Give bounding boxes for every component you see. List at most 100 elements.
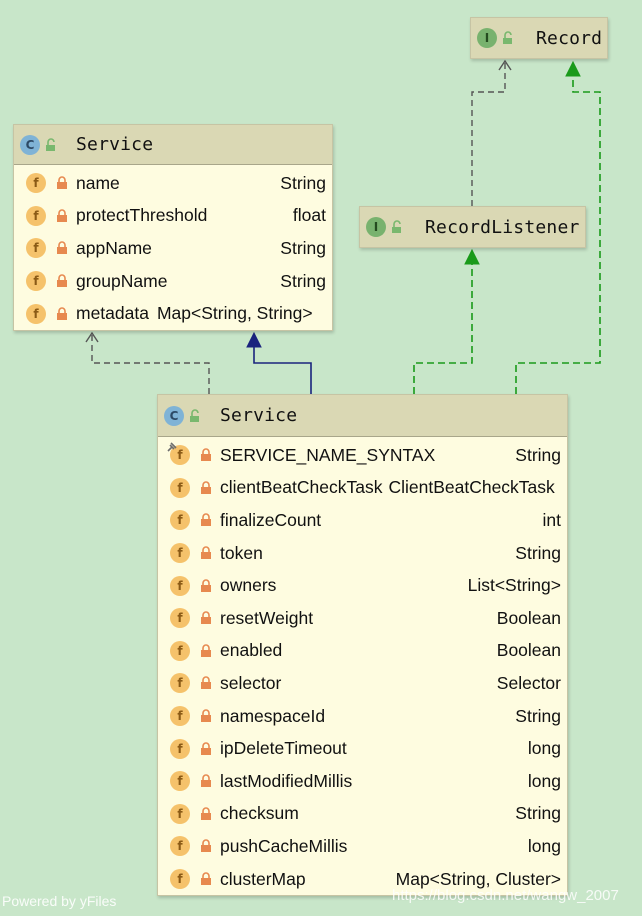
field-type: long [527,738,561,759]
lock-icon [57,241,67,255]
field-name: SERVICE_NAME_SYNTAX [220,444,436,465]
field-row[interactable]: f protectThreshold float [14,200,332,233]
edge-dependency-recordlistener-record-arrow [498,59,512,71]
edge-implements-recordlistener [413,263,473,394]
field-name: ipDeleteTimeout [220,738,347,759]
field-row[interactable]: f ipDeleteTimeout long [158,732,567,765]
field-name: lastModifiedMillis [220,770,353,791]
parent-service-header: C Service [14,125,332,165]
field-type: String [280,237,326,258]
field-row[interactable]: f name String [14,167,332,200]
field-row[interactable]: f SERVICE_NAME_SYNTAX String [158,439,567,472]
field-name: enabled [220,640,283,661]
field-row[interactable]: f namespaceId String [158,700,567,733]
edge-extends-service-parent [253,346,312,394]
interface-badge-icon: I [477,28,497,48]
field-type: int [542,509,561,530]
lock-icon [201,644,211,657]
lock-icon [201,676,211,690]
field-badge-icon: f [170,608,190,629]
lock-icon [201,741,211,755]
lock-icon [201,448,211,462]
field-badge-icon: f [170,771,190,792]
service-title: Service [220,405,298,426]
field-row[interactable]: f clientBeatCheckTask ClientBeatCheckTas… [158,472,567,505]
record-title: Record [536,27,603,49]
field-type: String [515,444,561,465]
lock-icon [201,611,211,625]
edge-extends-service-parent-arrow [246,331,262,348]
lock-icon [57,209,67,222]
lock-icon [201,807,211,820]
watermark-url: https://blog.csdn.net/wangw_2007 [392,887,619,904]
field-badge-icon: f [170,640,190,661]
parent-service-class-node[interactable]: C Service f name String f protectThresho… [13,124,333,331]
field-name: pushCacheMillis [220,835,348,856]
lock-icon [201,709,211,723]
field-badge-icon: f [170,803,190,824]
class-badge-icon: C [20,134,40,155]
field-row[interactable]: f checksum String [158,798,567,831]
field-row[interactable]: f pushCacheMillis long [158,830,567,863]
edge-implements-recordlistener-arrow [464,248,480,265]
field-row[interactable]: f metadata Map<String, String> [14,297,332,330]
lock-icon [201,546,211,560]
service-header: C Service [158,395,567,437]
field-badge-icon: f [170,836,190,857]
field-badge-icon: f [170,738,190,759]
field-type: Map<String, Cluster> [395,868,561,889]
lock-icon [57,274,67,288]
field-row[interactable]: f enabled Boolean [158,635,567,668]
class-badge-icon: C [164,405,184,426]
field-type: float [292,205,326,226]
field-badge-icon: f [26,238,46,259]
field-name: finalizeCount [220,509,322,530]
field-type: long [527,770,561,791]
field-badge-icon: f [170,543,190,564]
field-row[interactable]: f selector Selector [158,667,567,700]
field-name: selector [220,672,282,693]
field-name: name [76,172,120,193]
field-name: owners [220,575,277,596]
recordlistener-title: RecordListener [425,216,580,238]
field-badge-icon: f [170,706,190,727]
field-row[interactable]: f clusterMap Map<String, Cluster> [158,863,567,896]
edge-dependency-service-parent-arrow [85,331,99,343]
field-row[interactable]: f owners List<String> [158,569,567,602]
edge-implements-record [515,75,601,394]
record-header: I Record [471,18,607,58]
field-type: String [280,172,326,193]
field-row[interactable]: f lastModifiedMillis long [158,765,567,798]
field-badge-icon: f [170,869,190,890]
field-row[interactable]: f token String [158,537,567,570]
service-class-node[interactable]: C Service f SERVICE_NAME_SYNTAX String f… [157,394,568,896]
field-type: Boolean [496,607,561,628]
field-row[interactable]: f groupName String [14,265,332,298]
field-row[interactable]: f resetWeight Boolean [158,602,567,635]
lock-icon [201,513,211,527]
record-interface-node[interactable]: I Record [470,17,608,59]
unlock-icon [392,220,401,233]
field-type: ClientBeatCheckTask [388,477,555,498]
lock-icon [201,481,211,494]
field-row[interactable]: f appName String [14,232,332,265]
field-badge-icon: f [170,477,190,498]
field-name: appName [76,237,152,258]
lock-icon [201,578,211,592]
field-row[interactable]: f finalizeCount int [158,504,567,537]
lock-icon [57,176,67,190]
unlock-icon [503,31,512,44]
static-field-badge-icon: f [170,445,190,466]
field-type: Boolean [496,640,561,661]
field-type: String [280,270,326,291]
field-type: Selector [496,672,561,693]
edge-implements-record-arrow [565,60,581,77]
lock-icon [201,774,211,788]
static-pin-icon [167,442,177,452]
unlock-icon [190,408,199,422]
recordlistener-header: I RecordListener [360,207,585,247]
field-type: String [515,803,561,824]
field-name: resetWeight [220,607,314,628]
recordlistener-interface-node[interactable]: I RecordListener [359,206,586,248]
